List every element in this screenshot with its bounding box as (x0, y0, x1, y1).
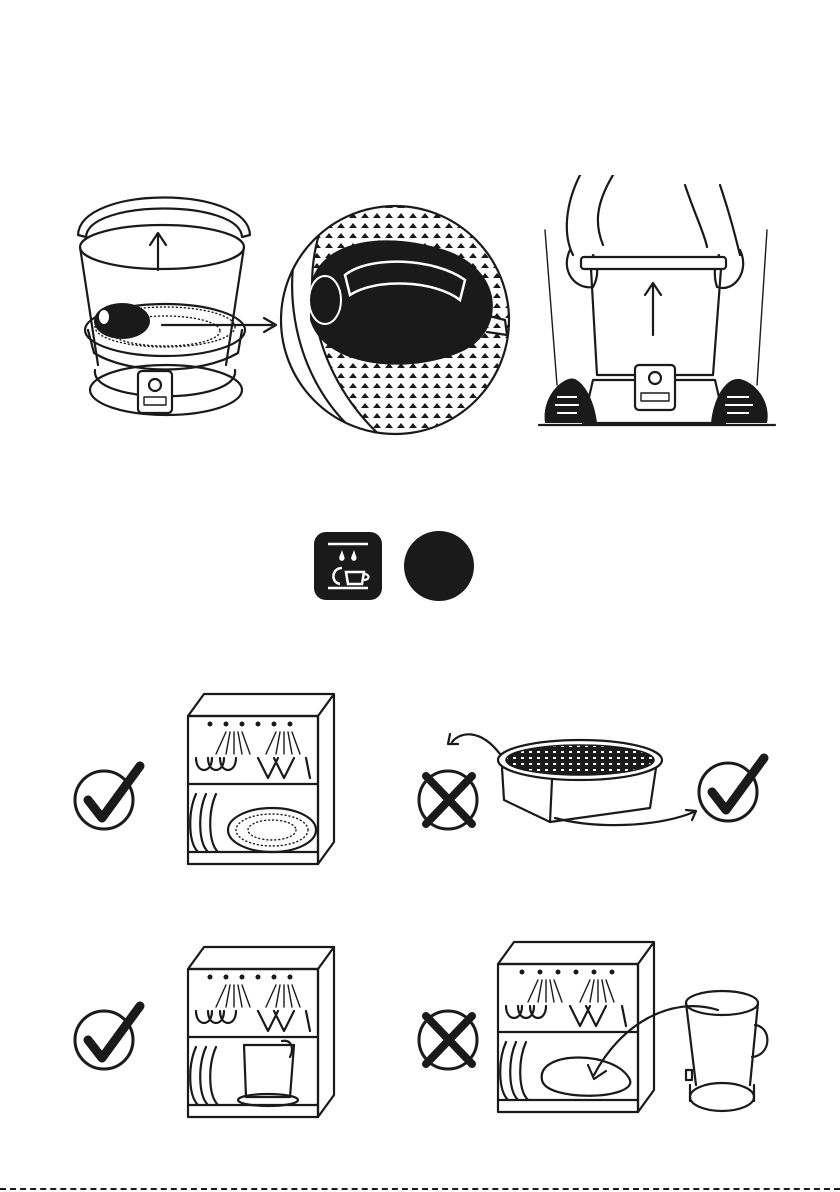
lift-pedal-bin-panel (535, 175, 780, 435)
lift-inner-bucket-panel (70, 175, 260, 435)
check-circle-icon (72, 760, 148, 836)
pointer-arrow-icon (160, 310, 280, 340)
black-dot-icon (404, 531, 474, 601)
cross-circle-icon (412, 1000, 488, 1076)
check-icon-1 (72, 760, 148, 836)
cross-icon-2 (412, 1000, 488, 1076)
lift-inner-bucket-illustration (70, 175, 260, 435)
magnify-pointer (160, 310, 280, 340)
detail-magnified-panel (275, 200, 515, 440)
check-circle-icon (696, 752, 772, 828)
check-icon-3 (72, 1000, 148, 1076)
dishwasher-symbols (312, 530, 476, 602)
dishwasher-tray-illustration (186, 692, 336, 867)
dishwasher-bucket-illustration (186, 945, 336, 1120)
magnified-detail-illustration (275, 200, 515, 440)
lift-pedal-bin-illustration (535, 175, 780, 435)
outer-bin-illustration (580, 985, 770, 1120)
check-icon-2 (696, 752, 772, 828)
dishwasher-symbols-illustration (312, 530, 476, 602)
check-circle-icon (72, 1000, 148, 1076)
filter-tray (440, 720, 710, 835)
filter-tray-illustration (440, 720, 710, 835)
outer-bin (580, 985, 770, 1120)
dishwasher-with-tray (186, 692, 336, 867)
page-bottom-rule (0, 1188, 840, 1190)
dishwasher-with-bucket (186, 945, 336, 1120)
dishwasher-safe-icon (314, 532, 382, 600)
